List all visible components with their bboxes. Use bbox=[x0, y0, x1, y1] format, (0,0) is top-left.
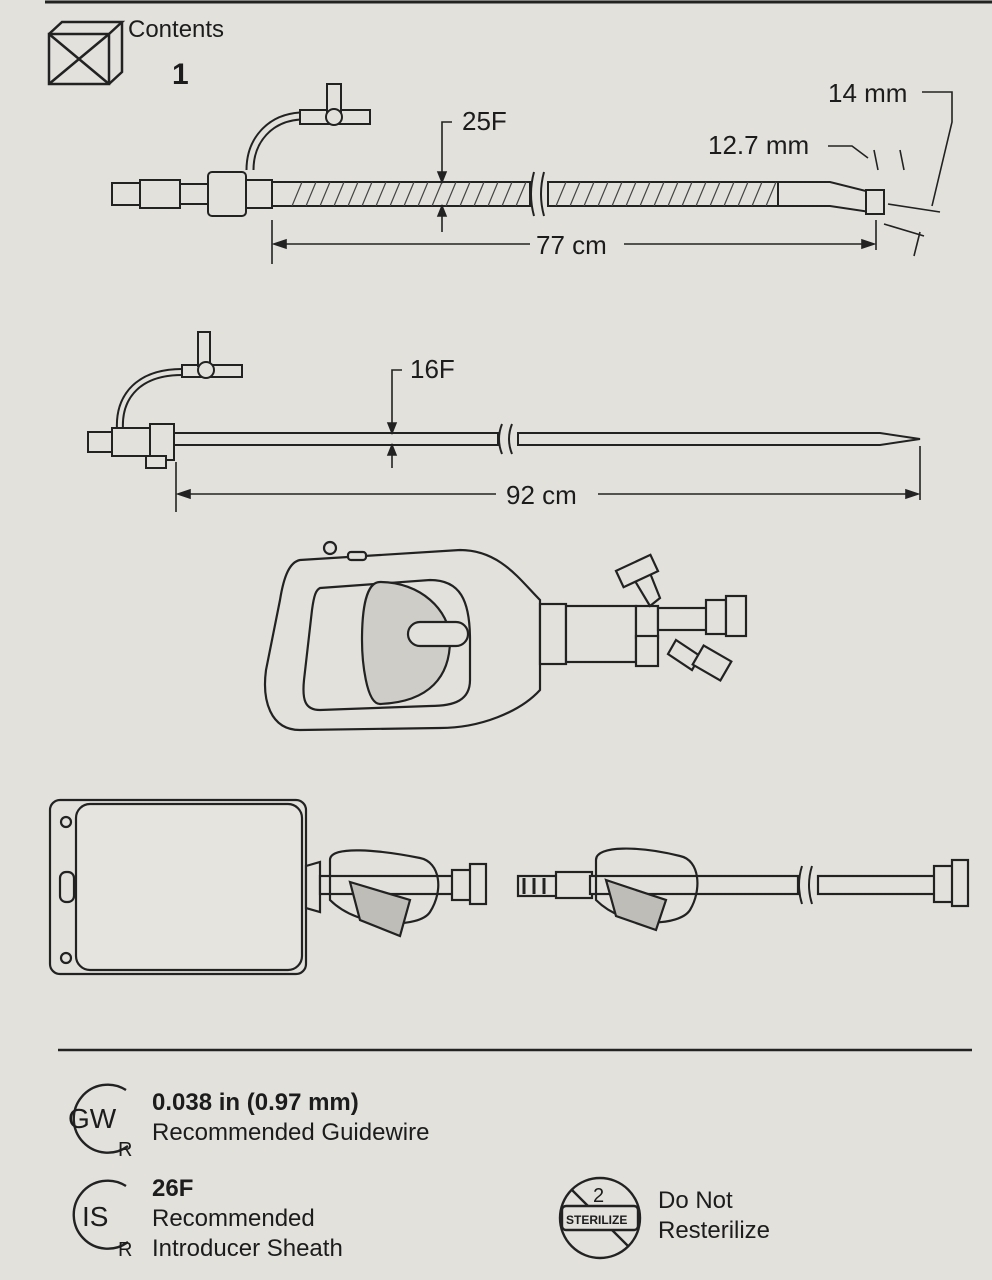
guidewire-icon bbox=[72, 1083, 129, 1154]
no-resterilize-number: 2 bbox=[593, 1185, 604, 1207]
break-mark-1 bbox=[530, 171, 545, 217]
introducer-sheath-icon bbox=[72, 1179, 129, 1250]
dim-25f-label: 25F bbox=[462, 106, 507, 136]
no-resterilize-line1: Do Not bbox=[658, 1187, 733, 1214]
sheath-label-line2: Introducer Sheath bbox=[152, 1235, 343, 1262]
is-symbol-sub: R bbox=[118, 1239, 132, 1261]
gw-symbol-sub: R bbox=[118, 1139, 132, 1161]
is-symbol-text: IS bbox=[82, 1201, 108, 1232]
dim-92cm bbox=[175, 446, 921, 512]
handle-drawing bbox=[264, 540, 748, 732]
dim-77cm-label: 77 cm bbox=[536, 230, 607, 260]
no-resterilize-line2: Resterilize bbox=[658, 1217, 771, 1244]
shaft-stripes bbox=[291, 181, 777, 207]
break-mark-3 bbox=[798, 865, 813, 905]
contents-count: 1 bbox=[172, 58, 189, 91]
guidewire-value: 0.038 in (0.97 mm) bbox=[152, 1089, 359, 1116]
dilator-16f-drawing bbox=[87, 331, 921, 469]
dim-tip-outer-label: 14 mm bbox=[828, 78, 907, 108]
contents-label: Contents bbox=[128, 16, 225, 43]
sheath-label-line1: Recommended bbox=[152, 1205, 315, 1232]
dim-92cm-label: 92 cm bbox=[506, 480, 577, 510]
box-icon bbox=[47, 20, 126, 86]
bag-connector-stripes bbox=[522, 878, 546, 894]
guidewire-label: Recommended Guidewire bbox=[152, 1119, 430, 1146]
dim-25f bbox=[436, 121, 452, 232]
no-resterilize-word: STERILIZE bbox=[566, 1213, 627, 1227]
guidewire-legend: 0.038 in (0.97 mm) Recommended Guidewire bbox=[152, 1088, 429, 1148]
bag-set-drawing bbox=[48, 798, 970, 976]
dim-tip bbox=[828, 91, 953, 257]
sheath-25f-drawing bbox=[111, 83, 885, 217]
no-resterilize-legend: Do Not Resterilize bbox=[658, 1186, 770, 1246]
gw-symbol-text: GW bbox=[68, 1103, 117, 1134]
break-mark-2 bbox=[498, 423, 513, 455]
do-not-resterilize-icon bbox=[558, 1176, 642, 1260]
dim-tip-inner-label: 12.7 mm bbox=[708, 130, 809, 160]
dim-16f bbox=[386, 369, 402, 468]
sheath-value: 26F bbox=[152, 1175, 194, 1202]
sheath-legend: 26F Recommended Introducer Sheath bbox=[152, 1174, 343, 1264]
dim-16f-label: 16F bbox=[410, 354, 455, 384]
dim-77cm bbox=[271, 220, 877, 264]
